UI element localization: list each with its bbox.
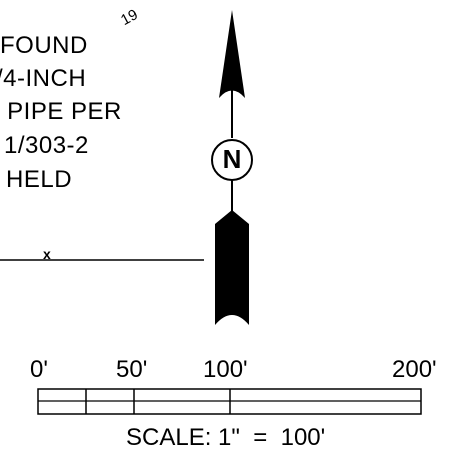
monument-note-line-1: FOUND (0, 32, 88, 59)
scale-label-50: 50' (116, 356, 148, 383)
scale-label-0: 0' (30, 356, 48, 383)
north-arrow-head (219, 10, 245, 98)
monument-note-line-2: /4-INCH (0, 65, 87, 92)
monument-note-line-4: 1/303-2 (4, 132, 89, 159)
north-arrow-letter: N (222, 144, 242, 174)
scale-label-200: 200' (392, 356, 437, 383)
north-arrow-tail (215, 210, 249, 325)
monument-note-line-3: PIPE PER (0, 98, 122, 125)
scale-label-100: 100' (203, 356, 248, 383)
scale-caption: SCALE: 1" = 100' (126, 424, 326, 451)
boundary-x-marker: x (43, 246, 51, 262)
monument-note-line-5: HELD (6, 166, 73, 193)
